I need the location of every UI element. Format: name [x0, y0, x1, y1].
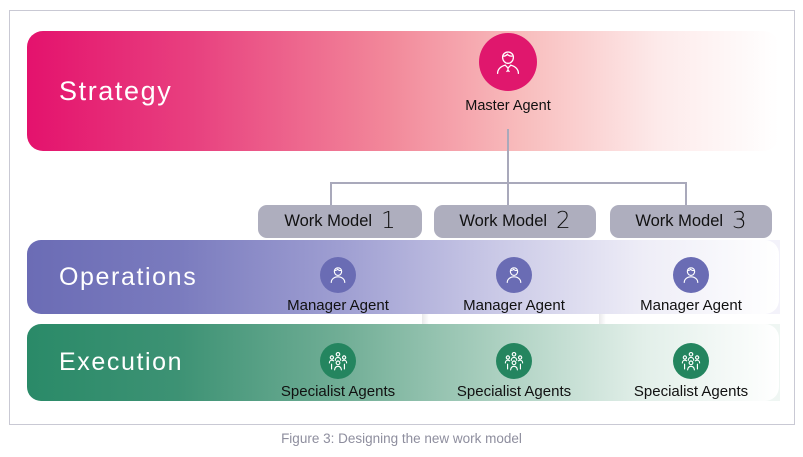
layer-bar-operations: Operations	[27, 240, 779, 314]
specialist-agents-label-2: Specialist Agents	[456, 383, 572, 400]
people-group-icon	[320, 343, 356, 379]
people-group-icon	[496, 343, 532, 379]
manager-agent-label-3: Manager Agent	[640, 297, 742, 314]
layer-label-execution: Execution	[59, 348, 184, 376]
layer-label-strategy: Strategy	[59, 75, 173, 106]
people-group-icon	[673, 343, 709, 379]
layer-label-operations: Operations	[59, 262, 198, 291]
specialist-agents-node-3: Specialist Agents	[603, 343, 779, 400]
work-model-label-2: Work Model	[459, 212, 548, 230]
specialist-agents-label-1: Specialist Agents	[280, 383, 396, 400]
column-divider-2	[599, 240, 606, 389]
work-model-pill-2[interactable]: Work Model 2	[434, 205, 596, 238]
work-model-number-3: 3	[732, 208, 747, 234]
specialist-agents-node-2: Specialist Agents	[426, 343, 602, 400]
column-divider-1	[422, 240, 429, 389]
work-model-number-1: 1	[381, 208, 396, 234]
master-agent-label: Master Agent	[465, 98, 551, 114]
work-model-label-3: Work Model	[635, 212, 724, 230]
connector-master-vertical	[507, 129, 509, 183]
person-with-tie-icon	[479, 33, 537, 91]
master-agent-node: Master Agent	[428, 33, 588, 114]
layer-bar-execution: Execution	[27, 324, 779, 401]
connector-drop-2	[507, 182, 509, 207]
manager-agent-node-2: Manager Agent	[426, 257, 602, 314]
connector-drop-1	[330, 182, 332, 207]
layer-bar-strategy: Strategy	[27, 31, 779, 151]
manager-agent-label-2: Manager Agent	[463, 297, 565, 314]
connector-drop-3	[685, 182, 687, 207]
work-model-label-1: Work Model	[284, 212, 373, 230]
specialist-agents-node-1: Specialist Agents	[250, 343, 426, 400]
manager-agent-node-1: Manager Agent	[250, 257, 426, 314]
manager-agent-node-3: Manager Agent	[603, 257, 779, 314]
specialist-agents-label-3: Specialist Agents	[633, 383, 749, 400]
work-model-pill-1[interactable]: Work Model 1	[258, 205, 422, 238]
manager-agent-label-1: Manager Agent	[287, 297, 389, 314]
work-model-number-2: 2	[556, 208, 571, 234]
figure-frame: Strategy Master Agent	[9, 10, 795, 425]
person-icon	[496, 257, 532, 293]
work-model-pill-3[interactable]: Work Model 3	[610, 205, 772, 238]
figure-caption: Figure 3: Designing the new work model	[281, 431, 522, 446]
person-icon	[320, 257, 356, 293]
person-icon	[673, 257, 709, 293]
